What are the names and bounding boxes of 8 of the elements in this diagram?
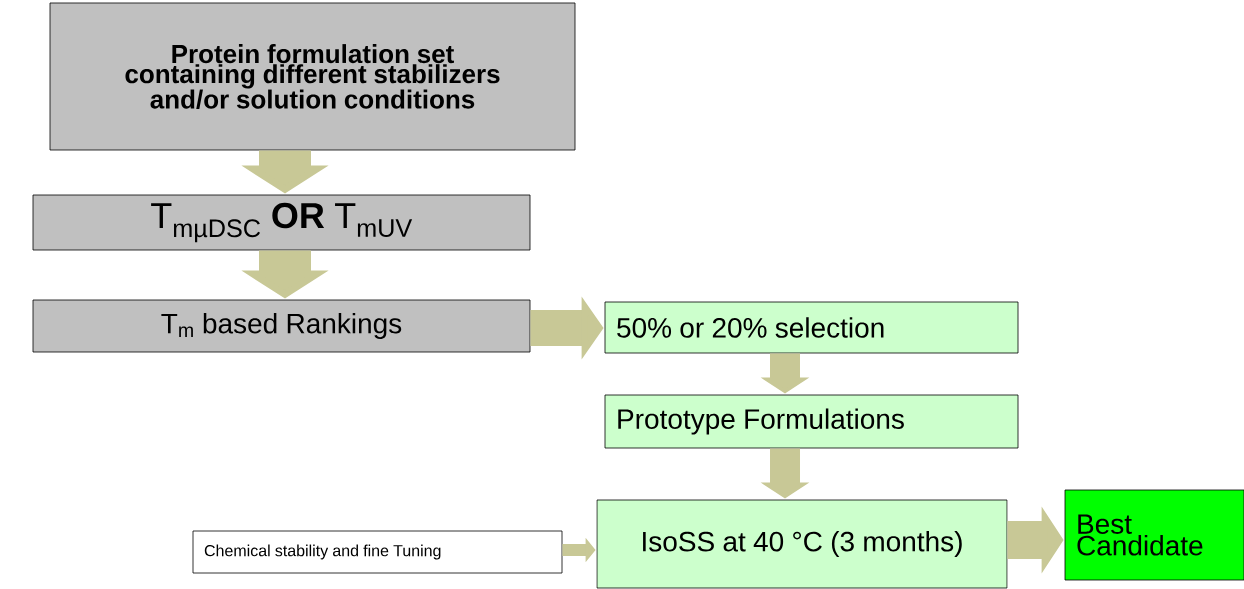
process-box: IsoSS at 40 °C (3 months) [596,499,1008,589]
process-box: T$_{m}$ based Rankings [32,299,531,353]
process-box: Protein formulation set containing different stabilizers and/or solution conditions [49,2,576,151]
input-box: Chemical stability and fine Tuning [192,530,563,574]
process-box: T$_{mµDSC}$ OR T$_{mUV}$ [32,194,531,251]
process-box: Prototype Formulations [604,394,1019,449]
result-box: Best Candidate [1064,489,1244,581]
process-box: 50% or 20% selection [604,301,1019,354]
